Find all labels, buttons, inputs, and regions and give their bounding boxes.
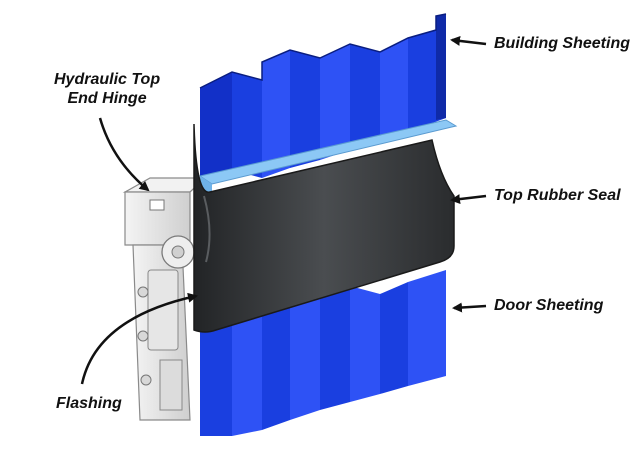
label-flashing: Flashing (56, 395, 122, 412)
label-building-sheeting: Building Sheeting (494, 35, 630, 52)
arrow-hinge (98, 117, 150, 192)
building-sheeting (199, 13, 447, 186)
arrow-flashing (80, 292, 198, 385)
arrow-building-sheeting (450, 35, 487, 46)
label-hydraulic-hinge: Hydraulic Top End Hinge (54, 70, 160, 108)
label-top-rubber-seal: Top Rubber Seal (494, 187, 621, 204)
label-door-sheeting: Door Sheeting (494, 297, 604, 314)
arrow-door-sheeting (452, 302, 487, 313)
hydraulic-hinge (122, 177, 207, 421)
label-hinge-line1: Hydraulic Top (54, 71, 161, 88)
arrow-top-rubber-seal (450, 194, 487, 205)
label-hinge-line2: End Hinge (67, 90, 147, 107)
callout-arrows (80, 35, 487, 385)
